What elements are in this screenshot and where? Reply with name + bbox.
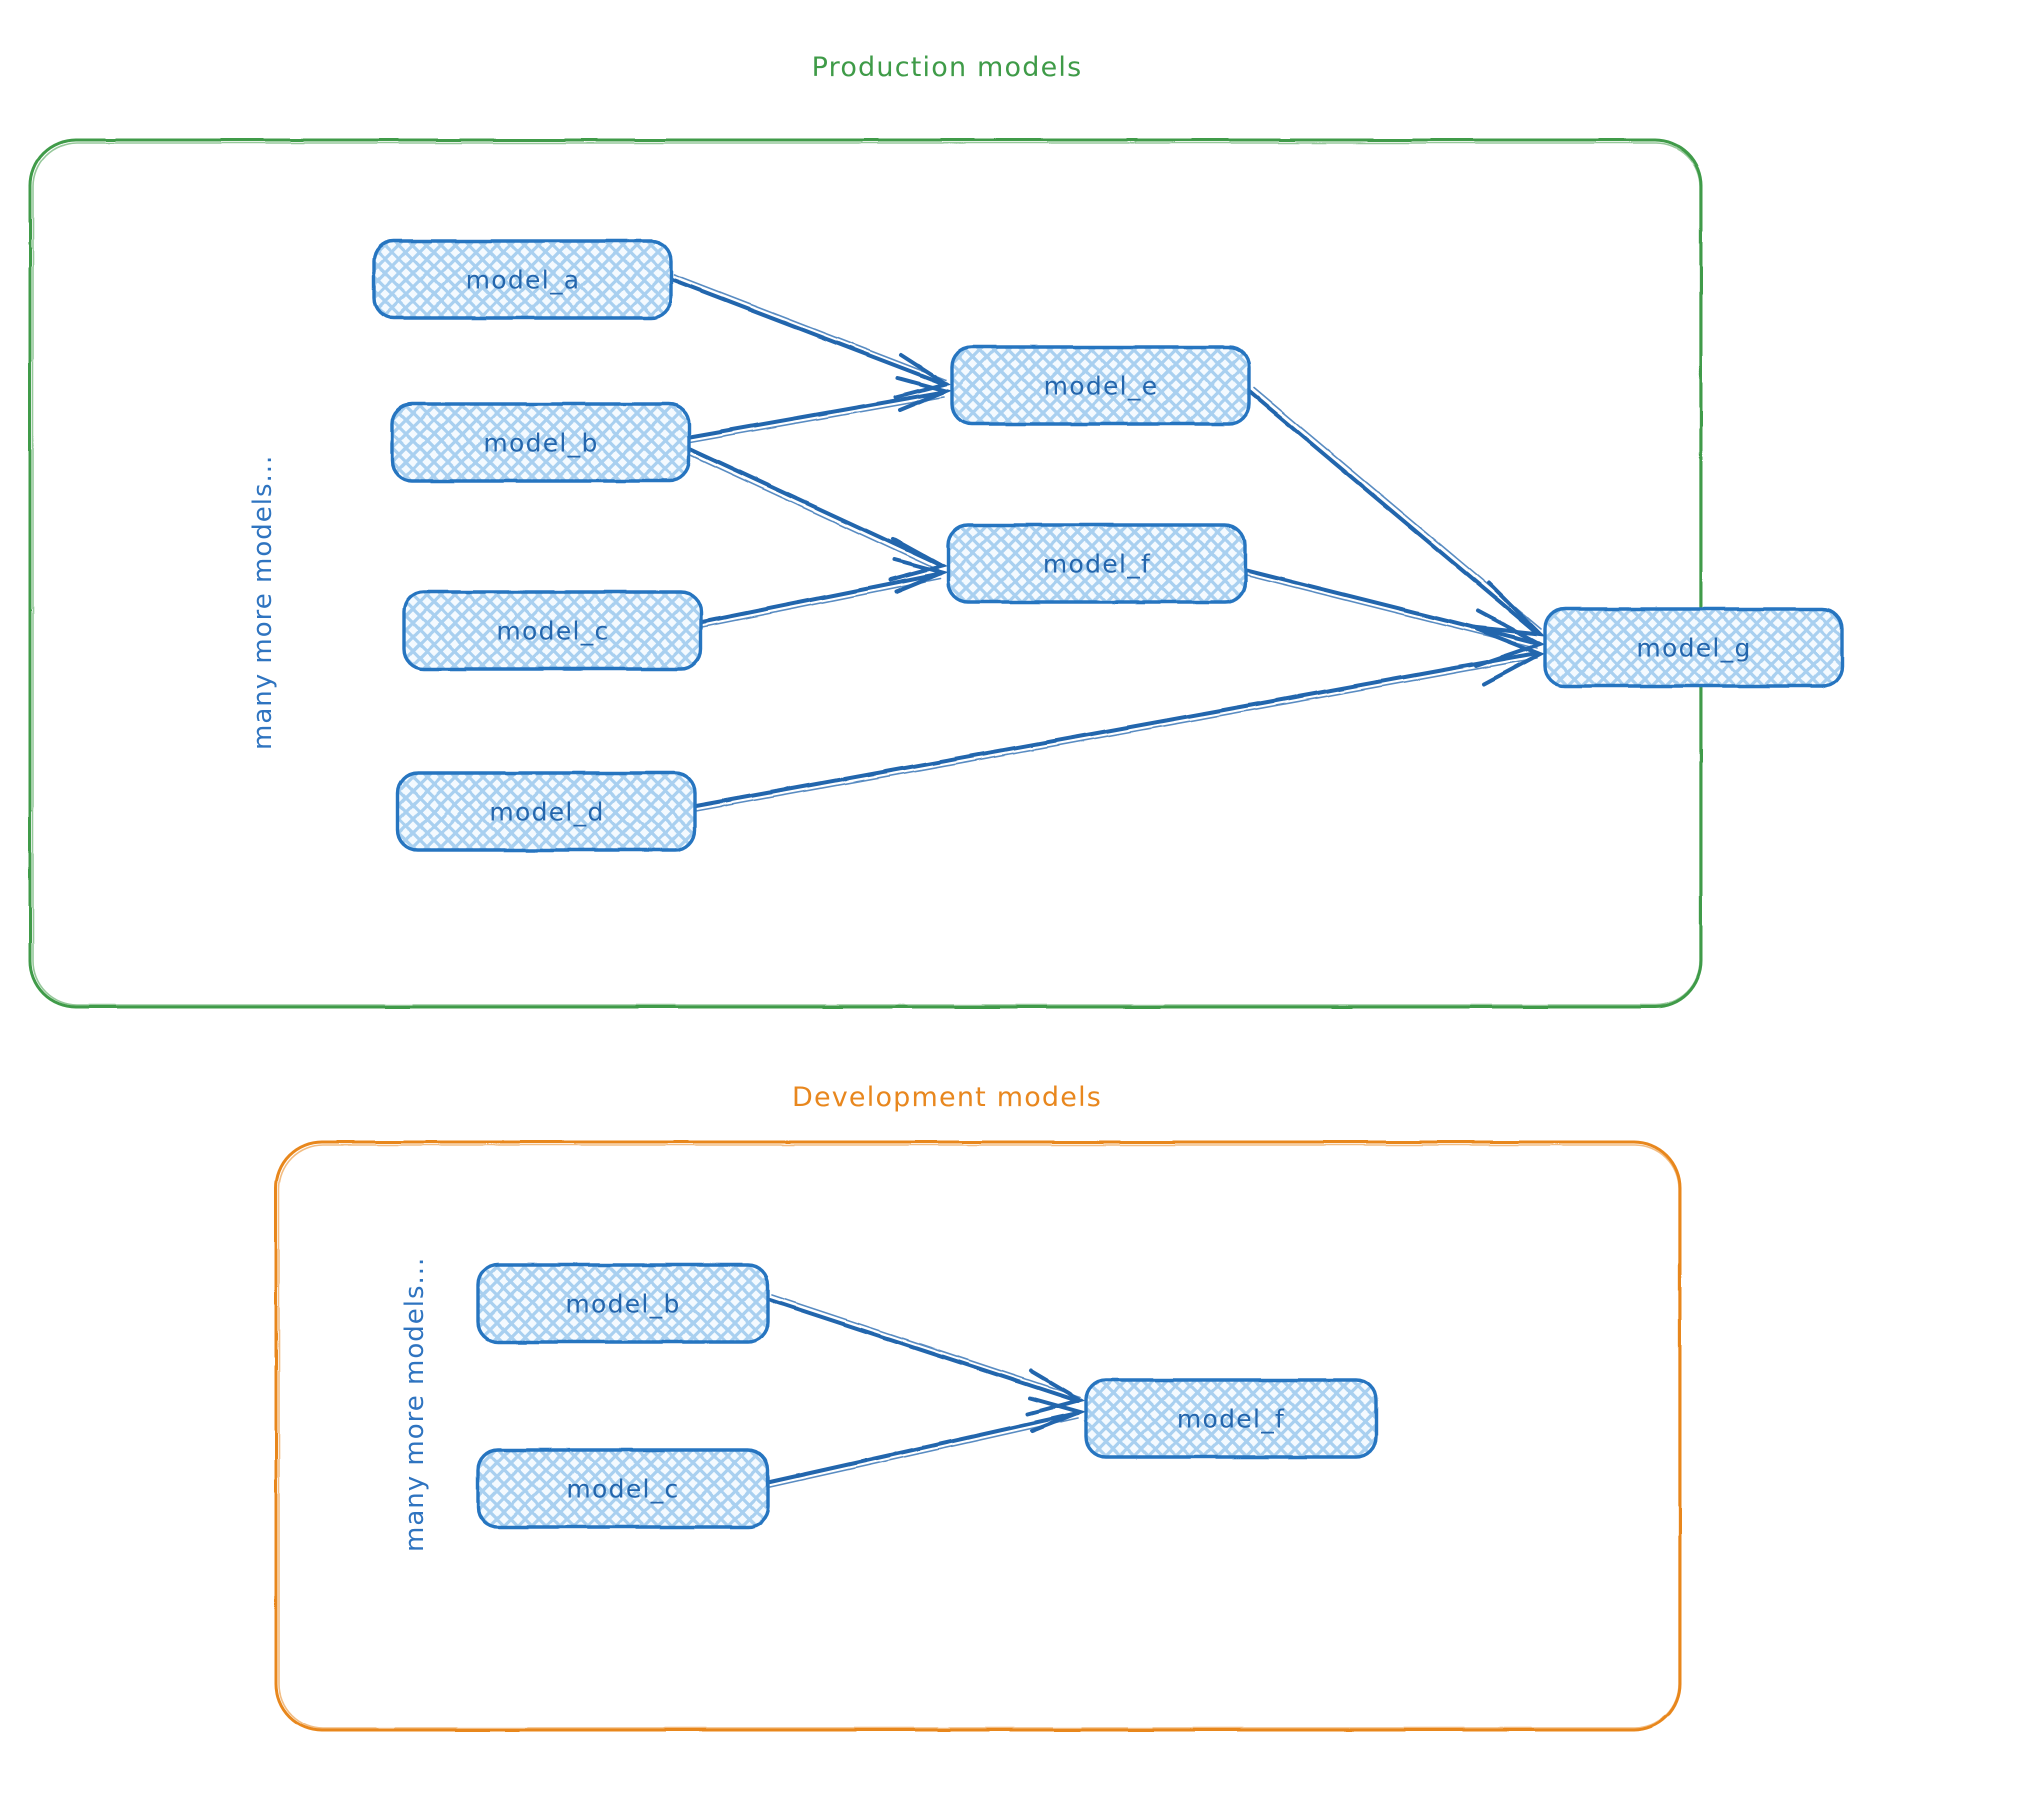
development-group-border (274, 1140, 1682, 1732)
edge-dev-model-b-to-model-f (768, 1294, 1086, 1416)
edge-model-e-to-model-g (1248, 387, 1546, 637)
edge-model-a-to-model-e (670, 274, 951, 399)
node-prod-model-d[interactable] (396, 771, 697, 852)
edge-model-f-to-model-g (1244, 568, 1546, 668)
development-nodes (476, 1263, 1378, 1529)
node-dev-model-f[interactable] (1084, 1378, 1378, 1459)
production-group-title: Production models (811, 52, 1083, 83)
development-group-border-echo (278, 1144, 1680, 1729)
development-edges (768, 1294, 1087, 1488)
node-prod-model-b[interactable] (390, 402, 691, 483)
edge-model-c-to-model-f (700, 558, 949, 628)
edge-model-b-to-model-f (687, 447, 948, 582)
production-nodes (372, 239, 1844, 852)
node-prod-model-g[interactable] (1543, 607, 1844, 688)
node-prod-model-e[interactable] (950, 345, 1251, 426)
node-prod-model-f[interactable] (946, 523, 1247, 604)
production-many-more-models-label: many more models... (248, 454, 278, 750)
production-group-container (28, 138, 1703, 1009)
node-prod-model-a[interactable] (372, 239, 673, 320)
production-edges (670, 274, 1546, 812)
development-group-title: Development models (791, 1082, 1103, 1113)
node-prod-model-c[interactable] (402, 590, 703, 671)
development-many-more-models-label: many more models... (400, 1256, 430, 1552)
production-group-border (28, 138, 1703, 1009)
node-dev-model-b[interactable] (476, 1263, 770, 1344)
edge-dev-model-c-to-model-f (768, 1396, 1087, 1488)
development-group-container (274, 1140, 1682, 1732)
node-dev-model-c[interactable] (476, 1448, 770, 1529)
edge-model-b-to-model-e (688, 376, 953, 443)
edge-model-d-to-model-g (694, 627, 1545, 812)
production-group-border-echo (32, 142, 1701, 1006)
